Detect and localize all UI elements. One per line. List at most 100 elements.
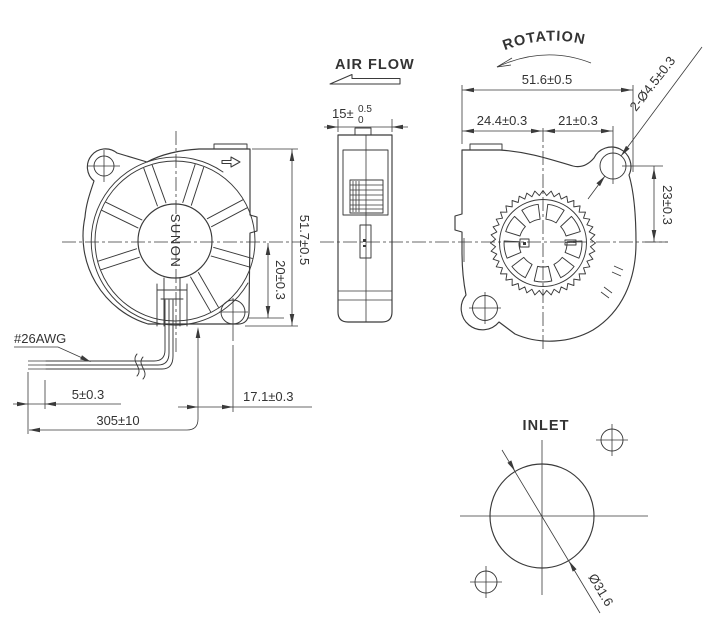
dimension-arrowhead	[463, 87, 474, 93]
fan-spoke	[210, 255, 251, 268]
dim-left-center-label: 24.4±0.3	[477, 113, 528, 128]
rotor-hub-details	[519, 238, 577, 248]
stator-slot	[533, 265, 553, 283]
side-view: AIR FLOW 15± 0.5 0	[320, 57, 668, 323]
dimension-arrowhead	[621, 87, 632, 93]
inlet-diameter-line	[501, 449, 601, 614]
fan-spoke	[197, 272, 219, 308]
rear-dimensions: 51.6±0.5 24.4±0.3 21±0.3 2-Ø4.5±0.3 23±0…	[461, 46, 703, 243]
dim-lines	[13, 148, 312, 434]
lead-wires	[28, 299, 174, 380]
dimension-arrowhead	[601, 128, 612, 134]
rotation-label-text: ROTATION	[501, 29, 586, 54]
fan-spoke	[100, 256, 140, 271]
fan-spoke	[211, 207, 248, 228]
fan-spoke	[206, 199, 244, 220]
dim-height-label: 51.7±0.5	[297, 215, 312, 266]
air-flow-label: AIR FLOW	[335, 57, 415, 73]
dimension-arrowhead	[17, 401, 28, 407]
dimension-arrowhead	[265, 306, 271, 317]
rear-top-tab	[469, 143, 503, 151]
dim-outlet-label: 20±0.3	[273, 260, 288, 300]
front-centerlines	[62, 131, 302, 355]
dim-lead-label: 305±10	[96, 413, 139, 428]
rear-view: ROTATION 51.6±0.5 24.4±0.3 21±0.3 2-Ø4.5…	[454, 29, 703, 350]
fan-spoke	[143, 167, 158, 207]
rotation-direction-icon	[221, 156, 241, 168]
fan-spoke	[151, 164, 167, 204]
fan-spoke	[105, 201, 143, 221]
inlet-view: INLET Ø31.6	[460, 418, 648, 614]
dimension-arrowhead	[289, 150, 295, 161]
front-inner-rim	[94, 160, 256, 322]
dimension-arrowhead	[45, 401, 56, 407]
dimension-arrowhead	[222, 404, 233, 410]
fan-spoke	[190, 276, 212, 313]
dim-width-label: 51.6±0.5	[522, 72, 573, 87]
stator-slot	[511, 256, 533, 279]
fan-spoke	[98, 248, 137, 262]
dim-mount-holes-label: 2-Ø4.5±0.3	[627, 53, 679, 113]
stator-slot	[545, 203, 565, 224]
dimension-arrowhead	[651, 168, 657, 179]
dimension-arrowheads	[17, 87, 657, 572]
fan-spoke	[182, 164, 196, 203]
dim-strip-label: 5±0.3	[72, 387, 104, 402]
dimension-arrowhead	[463, 128, 474, 134]
inlet-label: INLET	[523, 418, 570, 434]
rotor	[490, 190, 596, 296]
dimension-arrowhead	[195, 327, 201, 338]
side-bottom-bands	[338, 290, 392, 301]
inlet-crosshair	[460, 440, 648, 595]
wire-gauge-label: #26AWG	[14, 331, 66, 346]
front-view: SUNON	[28, 131, 302, 380]
dim-thickness-label: 15±	[332, 106, 354, 121]
rotation-label: ROTATION	[501, 29, 587, 54]
dim-inlet-diameter-label: Ø31.6	[585, 571, 616, 609]
dim-center-hole-label: 21±0.3	[558, 113, 598, 128]
front-hub	[137, 203, 213, 279]
side-body-outline	[337, 134, 393, 323]
side-inner-frame	[342, 149, 389, 216]
air-flow-arrow-icon	[329, 73, 401, 85]
dimension-arrowhead	[596, 176, 605, 187]
stator-slot	[505, 215, 526, 237]
side-hub-detail	[359, 224, 372, 259]
dimension-arrowhead	[392, 124, 403, 130]
dimension-arrowhead	[187, 404, 198, 410]
stator-slot	[564, 240, 583, 259]
dimension-arrowhead	[507, 460, 515, 471]
front-wire-channel	[156, 277, 188, 327]
front-spokes	[98, 164, 253, 313]
dimension-arrowhead	[29, 427, 40, 433]
dimension-arrowhead	[544, 128, 555, 134]
stator-slot	[553, 256, 575, 279]
rotor-inner-ring	[499, 199, 587, 287]
fan-spoke	[190, 166, 205, 206]
dimension-arrowhead	[651, 230, 657, 241]
rotation-arrow-icon	[496, 54, 592, 68]
side-motor-block	[349, 179, 384, 214]
front-brand-label: SUNON	[168, 214, 183, 268]
rotor-tooth-ring	[490, 190, 596, 296]
dimension-arrowhead	[80, 355, 91, 362]
stator-slot	[521, 203, 541, 224]
inlet-mount-hole-topright	[596, 424, 628, 456]
dimension-arrowhead	[327, 124, 338, 130]
dimension-arrowhead	[531, 128, 542, 134]
fan-spoke	[101, 209, 139, 229]
stator-slot	[560, 215, 581, 237]
side-top-tab	[354, 127, 372, 136]
stator-slot	[503, 240, 522, 259]
front-mount-hole-bottomright	[219, 298, 248, 341]
front-top-tab	[213, 143, 248, 150]
front-dimensions: 51.7±0.5 20±0.3 #26AWG 5±0.3 305±10 17.1…	[13, 148, 312, 434]
rear-housing-outline	[454, 146, 637, 342]
front-housing-outline	[82, 148, 258, 325]
rear-edge-detail	[463, 238, 624, 299]
rear-mount-hole-bottomleft	[469, 292, 501, 324]
dimension-arrowhead	[265, 244, 271, 255]
front-inner-rim-outer-arc	[90, 156, 249, 326]
dimension-arrowhead	[621, 145, 630, 156]
